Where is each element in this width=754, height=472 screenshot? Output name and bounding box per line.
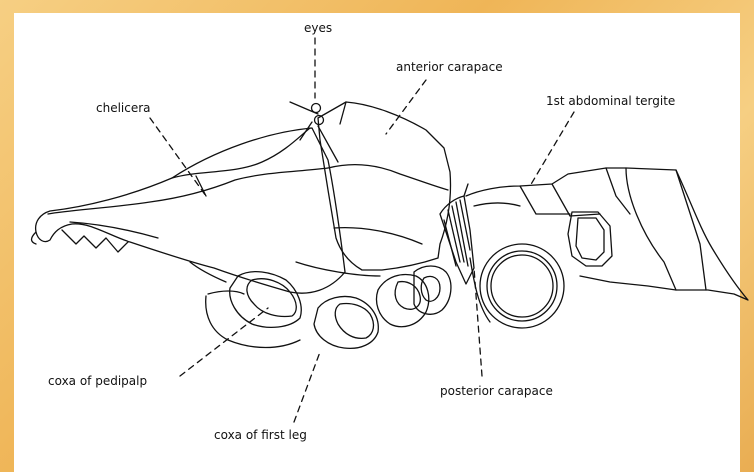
label-abdominal-tergite: 1st abdominal tergite xyxy=(546,94,675,108)
leader-posterior-carapace xyxy=(474,268,482,376)
posterior-carapace-hatching xyxy=(440,184,474,284)
label-anterior-carapace: anterior carapace xyxy=(396,60,503,74)
leader-chelicera xyxy=(150,118,206,196)
abdomen-outline xyxy=(466,168,748,300)
leader-coxa-pedipalp xyxy=(180,308,268,376)
label-coxa-pedipalp: coxa of pedipalp xyxy=(48,374,147,388)
leader-coxa-first-leg xyxy=(294,352,320,422)
label-eyes: eyes xyxy=(304,21,332,35)
label-coxa-first-leg: coxa of first leg xyxy=(214,428,307,442)
label-chelicera: chelicera xyxy=(96,101,151,115)
leader-lines xyxy=(150,38,574,422)
anterior-carapace-outline xyxy=(318,102,451,270)
label-posterior-carapace: posterior carapace xyxy=(440,384,553,398)
chelicera-outline xyxy=(32,128,346,293)
coxae-outline xyxy=(206,244,564,348)
